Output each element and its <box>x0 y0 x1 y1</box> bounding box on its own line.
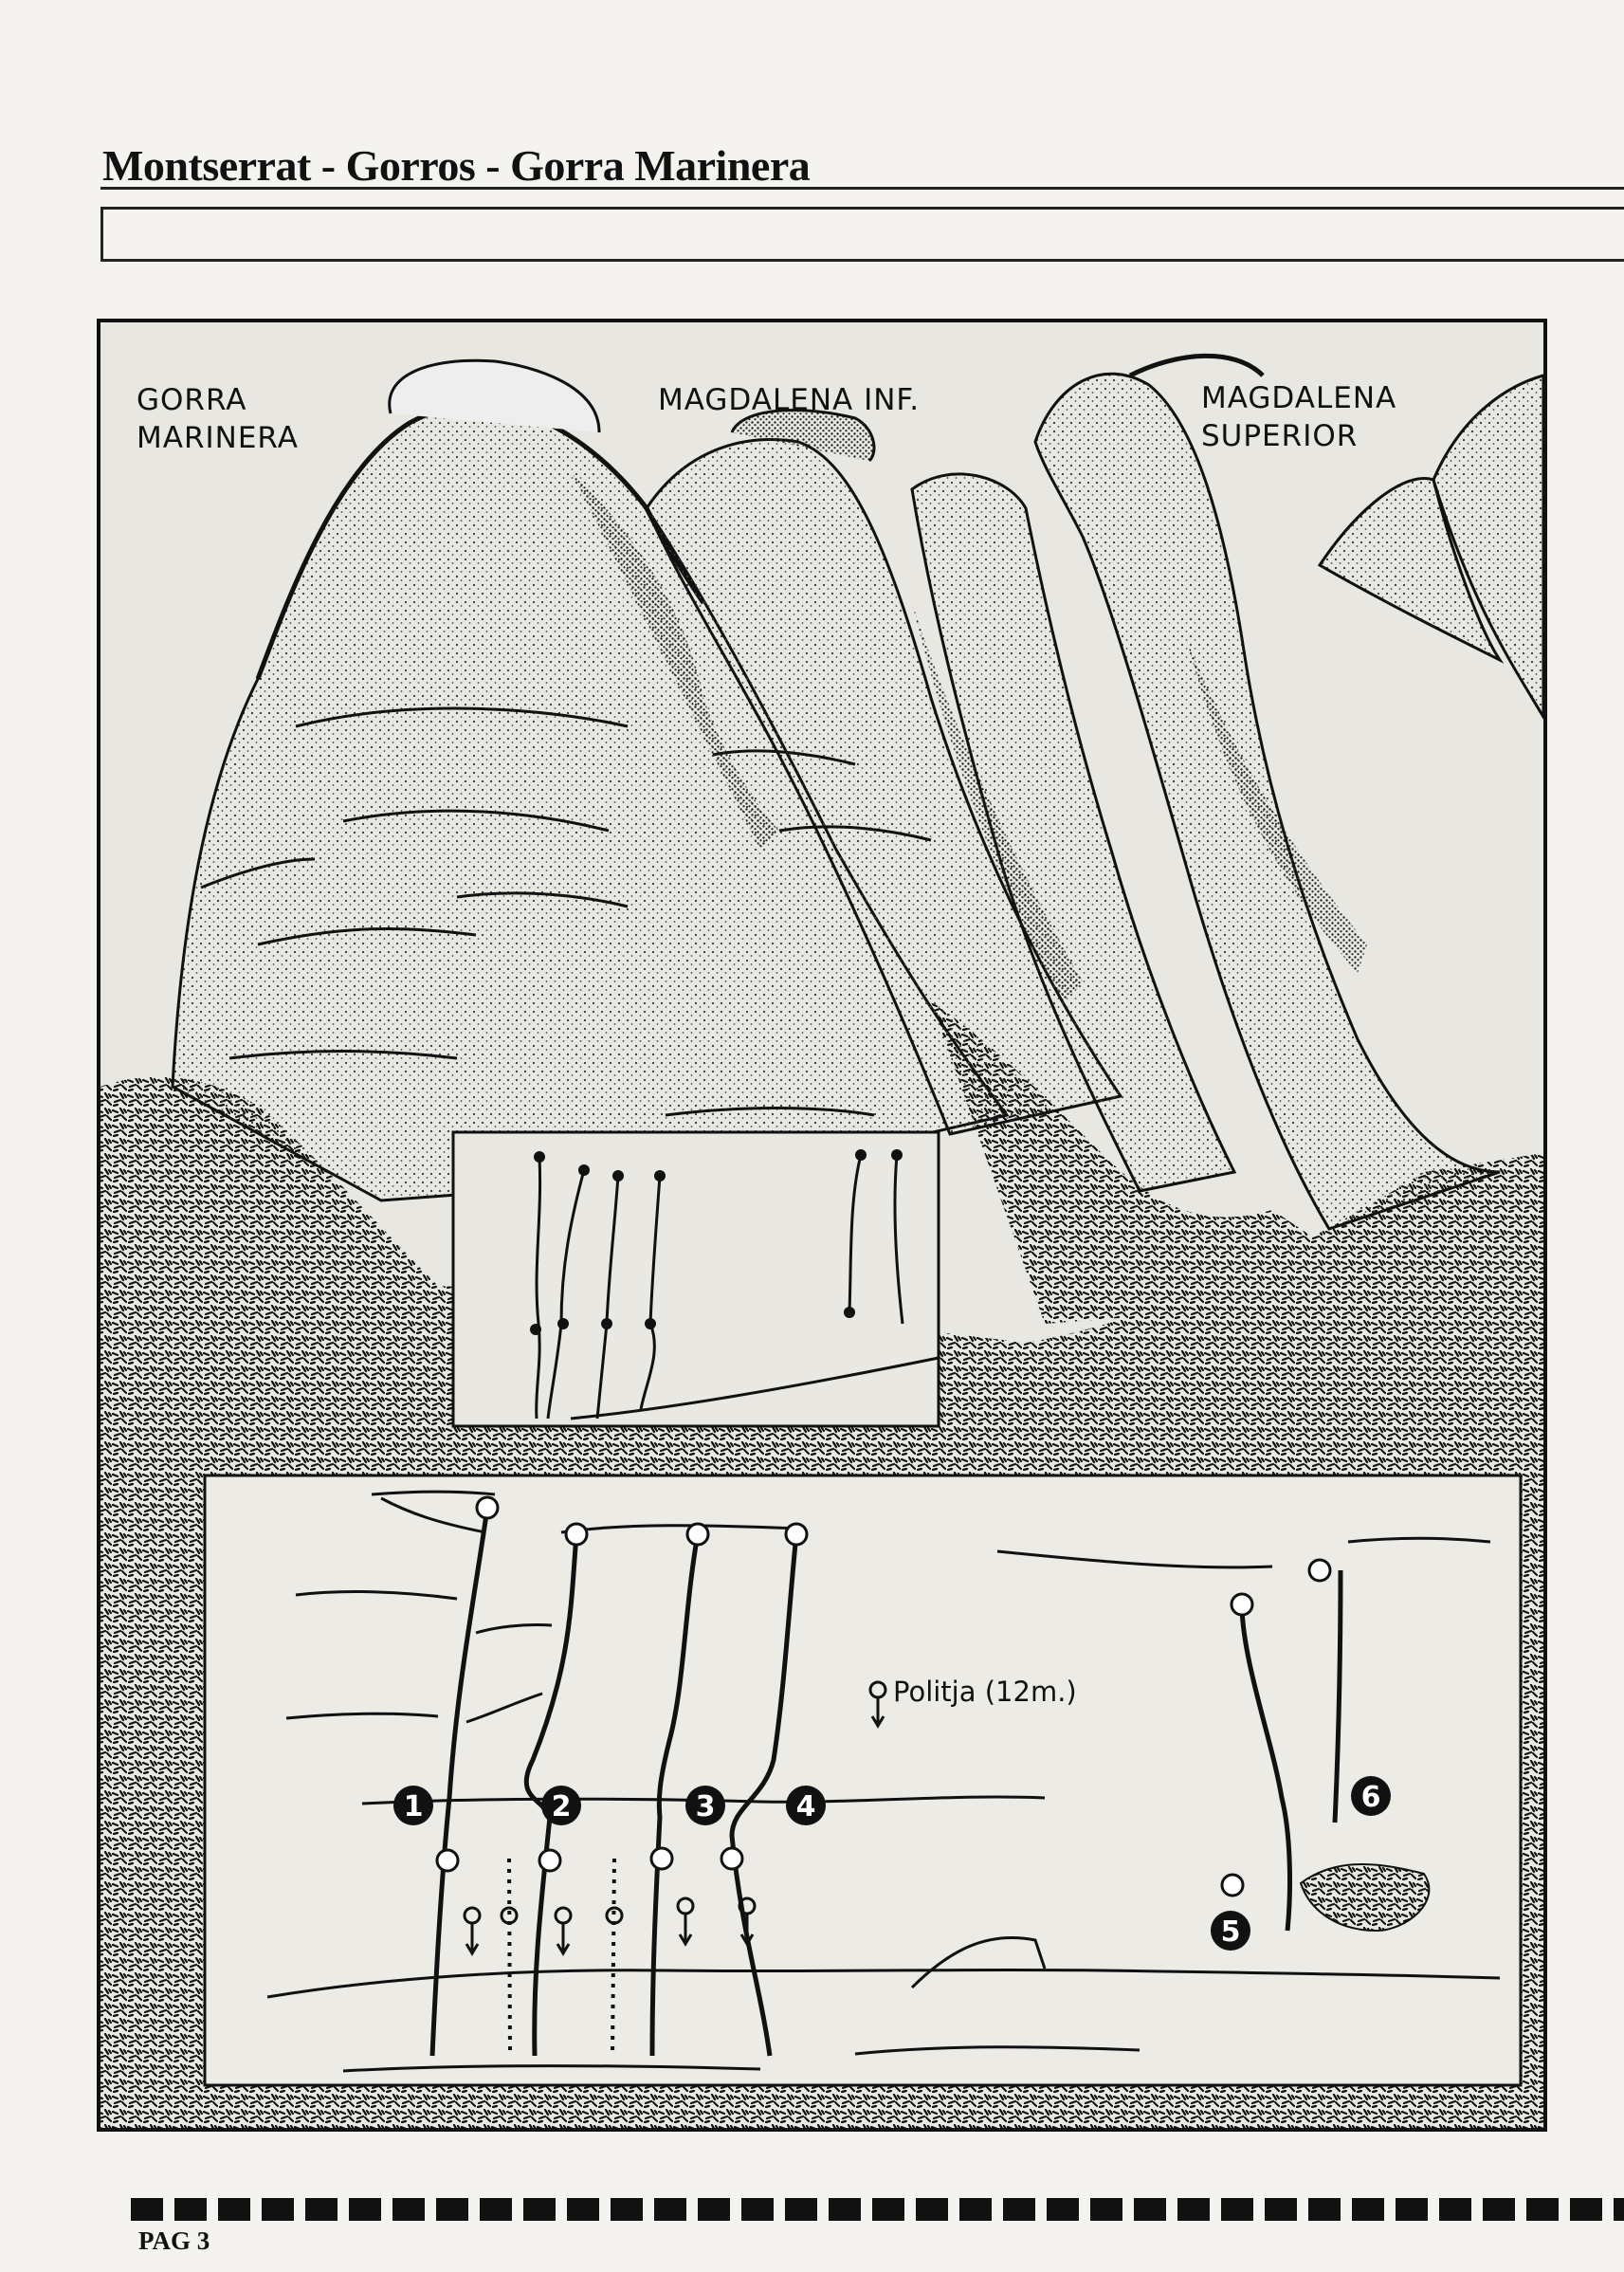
face-cracks <box>200 706 932 1117</box>
title-box <box>100 207 1624 262</box>
rappel-legend: Politja (12m.) <box>868 1676 1077 1729</box>
route-number-1: 1 <box>404 1790 424 1823</box>
footer-dash-rule <box>131 2198 1624 2221</box>
route-detail-inset: Politja (12m.) 1 2 3 4 5 6 <box>203 1474 1523 2087</box>
topo-figure: GORRA MARINERA MAGDALENA INF. MAGDALENA … <box>97 319 1547 2132</box>
page-title: Montserrat - Gorros - Gorra Marinera <box>102 141 811 190</box>
rappel-legend-label: Politja (12m.) <box>893 1676 1077 1708</box>
route-number-5: 5 <box>1221 1915 1241 1949</box>
rock-right-spire <box>1317 374 1545 723</box>
route-number-4: 4 <box>796 1790 816 1823</box>
rock-gorra-marinera <box>171 358 1010 1202</box>
route-number-3: 3 <box>696 1790 716 1823</box>
title-rule <box>100 187 1624 190</box>
route-number-markers: 1 2 3 4 5 6 <box>393 1776 1391 1951</box>
overview-inset <box>451 1130 940 1428</box>
rock-magdalena-superior <box>1033 353 1501 1231</box>
route-number-2: 2 <box>552 1790 572 1823</box>
route-lines <box>429 1507 1343 2057</box>
rappel-symbols <box>463 1896 757 1956</box>
route-number-6: 6 <box>1361 1781 1381 1814</box>
label-magdalena-superior-line2: SUPERIOR <box>1201 419 1358 453</box>
label-gorra-marinera-line2: MARINERA <box>137 421 299 455</box>
label-magdalena-inf: MAGDALENA INF. <box>658 383 920 417</box>
belay-stations <box>435 1495 1332 1897</box>
page-number: PAG 3 <box>138 2226 210 2255</box>
label-magdalena-superior-line1: MAGDALENA <box>1201 381 1396 415</box>
label-gorra-marinera-line1: GORRA <box>137 383 246 417</box>
